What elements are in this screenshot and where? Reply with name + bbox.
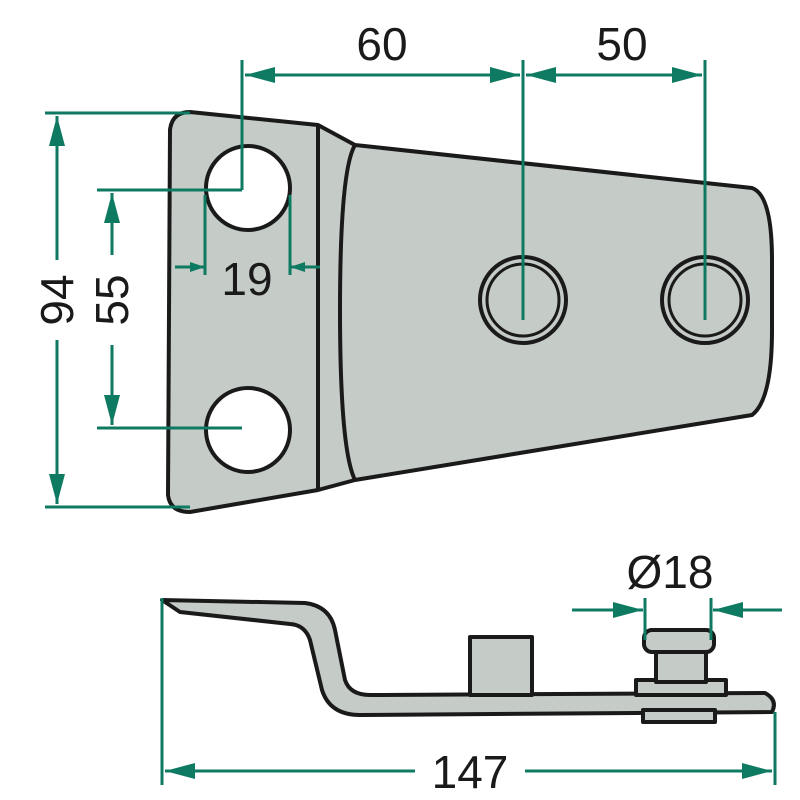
mounting-hole-top <box>204 144 292 232</box>
mounting-hole-bottom <box>204 386 292 474</box>
dim-label-94: 94 <box>31 274 83 325</box>
pin-head <box>642 628 716 654</box>
plate-side-view <box>160 598 776 724</box>
dim-label-pin-diameter: Ø18 <box>627 546 714 598</box>
plate-top-view <box>166 110 774 514</box>
dimension-lines <box>45 60 782 785</box>
dim-label-55: 55 <box>86 274 138 325</box>
boss-side <box>468 635 534 697</box>
dim-label-147: 147 <box>432 746 509 798</box>
dim-label-50: 50 <box>596 18 647 70</box>
dim-label-19: 19 <box>221 253 272 305</box>
dim-label-60: 60 <box>356 18 407 70</box>
